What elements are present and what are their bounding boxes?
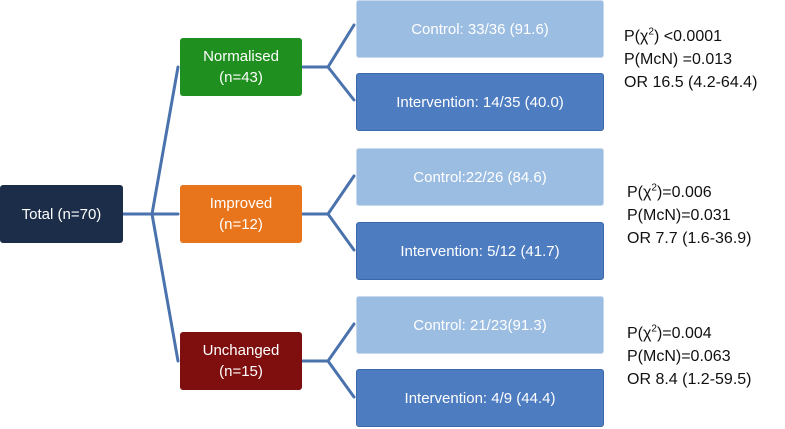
chi-square-stat: P(χ2)=0.006 (627, 181, 752, 204)
stats-normalised: P(χ2) <0.0001 P(McN) =0.013 OR 16.5 (4.2… (624, 25, 757, 94)
intervention-node-normalised: Intervention: 14/35 (40.0) (356, 73, 604, 131)
control-node-improved: Control:22/26 (84.6) (356, 148, 604, 206)
total-label: Total (n=70) (21, 205, 102, 223)
odds-ratio-stat: OR 8.4 (1.2-59.5) (627, 371, 752, 388)
mcnemar-stat: P(McN) =0.013 (624, 51, 733, 68)
odds-ratio-stat: OR 7.7 (1.6-36.9) (627, 230, 752, 247)
intervention-node-improved: Intervention: 5/12 (41.7) (356, 222, 604, 280)
connector-improved-intervention (301, 212, 356, 252)
control-label: Control: 21/23(91.3) (413, 316, 547, 334)
chi-superscript: 2 (651, 323, 657, 335)
group-count: (n=12) (219, 216, 263, 233)
chi-square-stat: P(χ2)=0.004 (627, 322, 752, 345)
mcnemar-stat: P(McN)=0.063 (627, 348, 731, 365)
connector-unchanged-control (301, 322, 356, 363)
group-name: Unchanged (202, 342, 280, 359)
control-node-unchanged: Control: 21/23(91.3) (356, 296, 604, 354)
group-node-normalised: Normalised (n=43) (180, 38, 302, 96)
intervention-label: Intervention: 4/9 (44.4) (404, 389, 556, 407)
chi-prefix: P(χ (624, 28, 649, 45)
intervention-label: Intervention: 5/12 (41.7) (400, 242, 560, 260)
connector-root-unchanged (122, 212, 180, 363)
chi-superscript: 2 (651, 182, 657, 194)
connector-normalised-intervention (301, 65, 356, 102)
intervention-label: Intervention: 14/35 (40.0) (396, 93, 564, 111)
chi-value: )=0.006 (656, 184, 712, 201)
group-name: Improved (209, 195, 273, 212)
control-label: Control: 33/36 (91.6) (411, 20, 549, 38)
connector-improved-control (301, 174, 356, 216)
chi-prefix: P(χ (627, 184, 652, 201)
group-node-unchanged: Unchanged (n=15) (180, 332, 302, 390)
chi-superscript: 2 (648, 26, 654, 38)
stats-improved: P(χ2)=0.006 P(McN)=0.031 OR 7.7 (1.6-36.… (627, 181, 752, 250)
total-node: Total (n=70) (0, 185, 123, 243)
group-count: (n=15) (219, 363, 263, 380)
chi-prefix: P(χ (627, 325, 652, 342)
intervention-node-unchanged: Intervention: 4/9 (44.4) (356, 369, 604, 427)
chi-value: ) <0.0001 (653, 28, 723, 45)
chi-square-stat: P(χ2) <0.0001 (624, 25, 757, 48)
chi-value: )=0.004 (656, 325, 712, 342)
odds-ratio-stat: OR 16.5 (4.2-64.4) (624, 74, 758, 91)
group-node-improved: Improved (n=12) (180, 185, 302, 243)
connector-root-normalised (122, 65, 180, 216)
mcnemar-stat: P(McN)=0.031 (627, 207, 731, 224)
control-node-normalised: Control: 33/36 (91.6) (356, 0, 604, 58)
connector-unchanged-intervention (301, 359, 356, 399)
group-name: Normalised (203, 48, 279, 65)
stats-unchanged: P(χ2)=0.004 P(McN)=0.063 OR 8.4 (1.2-59.… (627, 322, 752, 391)
control-label: Control:22/26 (84.6) (413, 168, 547, 186)
connector-normalised-control (301, 23, 356, 69)
group-count: (n=43) (219, 69, 263, 86)
